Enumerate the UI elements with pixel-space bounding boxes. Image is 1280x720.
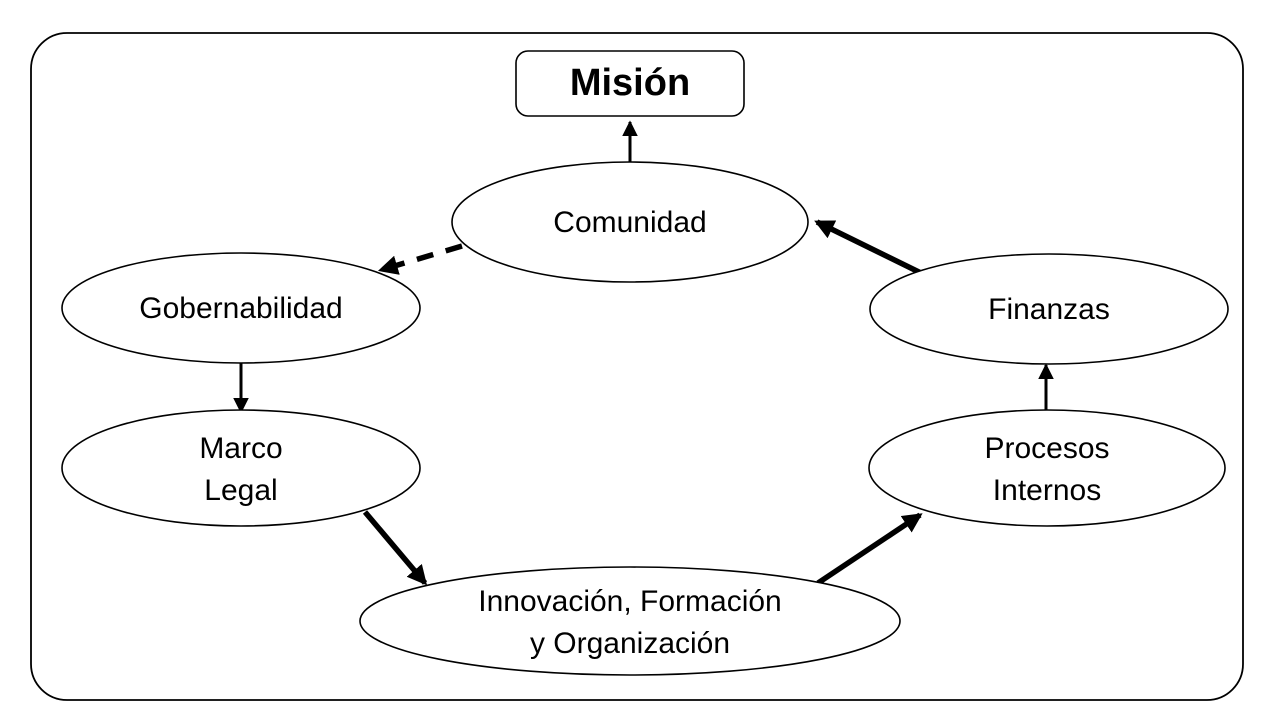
node-mision[interactable]: Misión [515,50,745,117]
node-comunidad-shape [451,161,809,283]
edge-comunidad-to-gobernabilidad [377,243,463,275]
node-marco-legal-shape [61,409,421,527]
node-innovacion-label-line2: y Organización [530,627,730,660]
node-mision-label: Misión [570,62,690,104]
node-marco-legal-label-line1: Marco [199,432,282,465]
node-marco-legal-label-line2: Legal [204,474,277,507]
edge-innovacion-to-procesos-internos [816,512,923,586]
node-finanzas[interactable]: Finanzas [869,253,1229,365]
node-procesos-internos-label-line2: Internos [993,474,1101,507]
node-finanzas-label: Finanzas [988,293,1110,326]
edge-finanzas-to-comunidad [814,219,925,277]
node-innovacion[interactable]: Innovación, Formación y Organización [359,566,901,676]
node-finanzas-shape [869,253,1229,365]
node-gobernabilidad[interactable]: Gobernabilidad [61,252,421,364]
node-comunidad-label: Comunidad [553,206,706,239]
node-mision-shape [515,50,745,117]
diagram-frame [30,32,1244,701]
node-procesos-internos[interactable]: Procesos Internos [868,409,1226,527]
node-innovacion-label-line1: Innovación, Formación [478,585,782,618]
node-marco-legal[interactable]: Marco Legal [61,409,421,527]
node-procesos-internos-shape [868,409,1226,527]
node-innovacion-shape [359,566,901,676]
node-gobernabilidad-shape [61,252,421,364]
edge-marco-legal-to-innovacion [362,510,428,586]
node-comunidad[interactable]: Comunidad [451,161,809,283]
node-procesos-internos-label-line1: Procesos [984,432,1109,465]
node-gobernabilidad-label: Gobernabilidad [139,292,342,325]
